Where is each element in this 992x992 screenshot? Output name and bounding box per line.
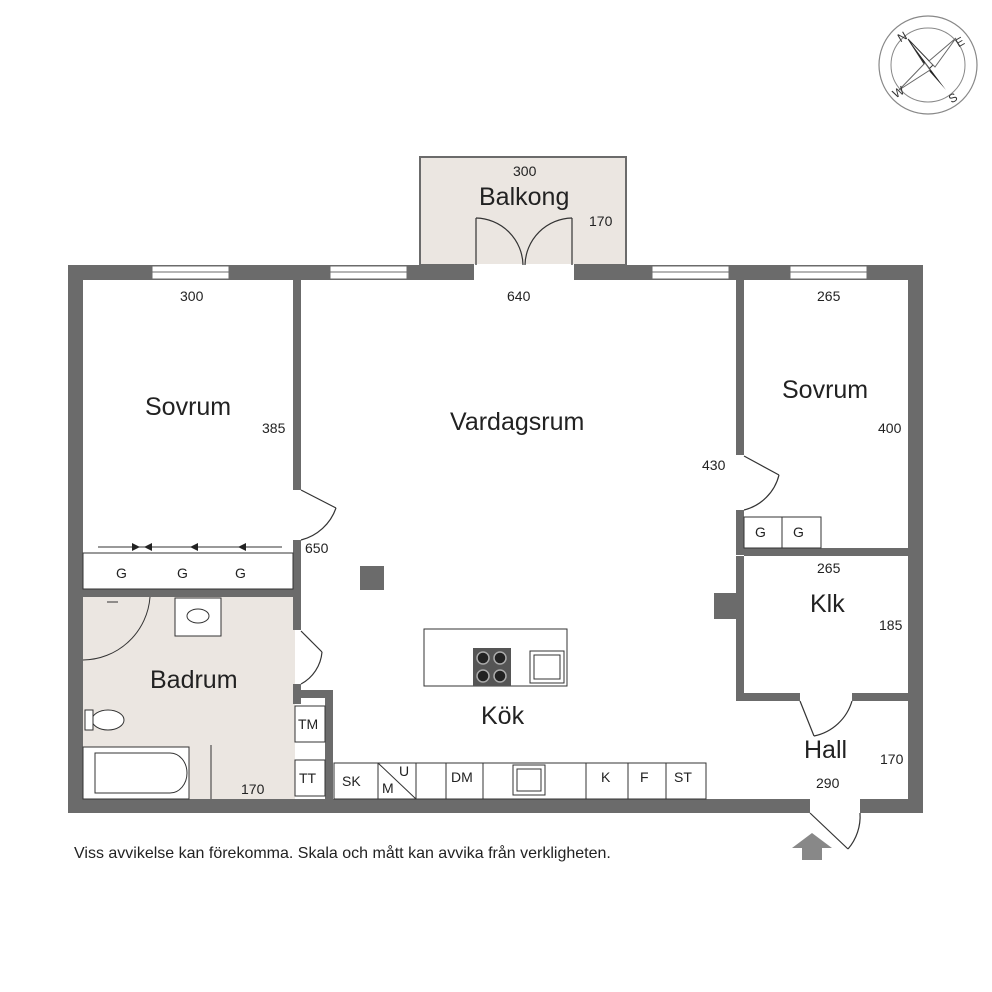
dim-vardagsrum-extra: 650 <box>305 540 329 556</box>
kitchen-island <box>423 628 568 687</box>
laundry <box>294 705 326 797</box>
outer-walls <box>68 265 923 813</box>
label-st: ST <box>674 769 692 785</box>
dim-vardagsrum-width: 640 <box>507 288 531 304</box>
room-label-vardagsrum: Vardagsrum <box>450 408 584 436</box>
label-tm: TM <box>298 716 318 732</box>
dim-klk-width: 265 <box>817 560 841 576</box>
dim-hall-width: 290 <box>816 775 840 791</box>
wardrobe-left <box>82 543 294 590</box>
dim-balkong-depth: 170 <box>589 213 613 229</box>
balcony-doors <box>475 217 573 266</box>
balcony-opening <box>474 264 574 281</box>
room-label-balkong: Balkong <box>479 183 569 211</box>
room-label-sovrum-right: Sovrum <box>782 376 868 404</box>
disclaimer-text: Viss avvikelse kan förekomma. Skala och … <box>74 845 611 862</box>
room-label-badrum: Badrum <box>150 666 238 694</box>
dim-sovrum-right-depth: 400 <box>878 420 902 436</box>
dim-sovrum-left-width: 300 <box>180 288 204 304</box>
room-label-sovrum-left: Sovrum <box>145 393 231 421</box>
dim-balkong-width: 300 <box>513 163 537 179</box>
label-sk: SK <box>342 773 361 789</box>
entrance-arrow <box>792 833 832 860</box>
room-label-kok: Kök <box>481 702 525 730</box>
compass: N E S W <box>878 15 978 115</box>
room-label-hall: Hall <box>804 736 847 764</box>
label-k: K <box>601 769 611 785</box>
doors <box>300 455 861 850</box>
label-f: F <box>640 769 649 785</box>
pillar <box>360 566 384 590</box>
wardrobe-right-label-1: G <box>755 524 766 540</box>
label-dm: DM <box>451 769 473 785</box>
label-tt: TT <box>299 770 317 786</box>
balcony-floor <box>419 156 627 266</box>
room-label-klk: Klk <box>810 590 845 618</box>
dim-sovrum-right-width: 265 <box>817 288 841 304</box>
kitchen-counter <box>333 762 707 800</box>
dim-hall-depth: 170 <box>880 751 904 767</box>
bathroom-fixtures <box>82 596 222 800</box>
dim-badrum-width: 170 <box>241 781 265 797</box>
wardrobe-right-label-2: G <box>793 524 804 540</box>
wardrobe-left-label-3: G <box>235 565 246 581</box>
wardrobe-left-label-2: G <box>177 565 188 581</box>
label-m: M <box>382 780 394 796</box>
dim-vardagsrum-depth: 430 <box>702 457 726 473</box>
label-u: U <box>399 763 409 779</box>
dim-sovrum-left-depth: 385 <box>262 420 286 436</box>
wardrobe-right <box>743 516 822 549</box>
wardrobe-left-label-1: G <box>116 565 127 581</box>
dim-klk-depth: 185 <box>879 617 903 633</box>
